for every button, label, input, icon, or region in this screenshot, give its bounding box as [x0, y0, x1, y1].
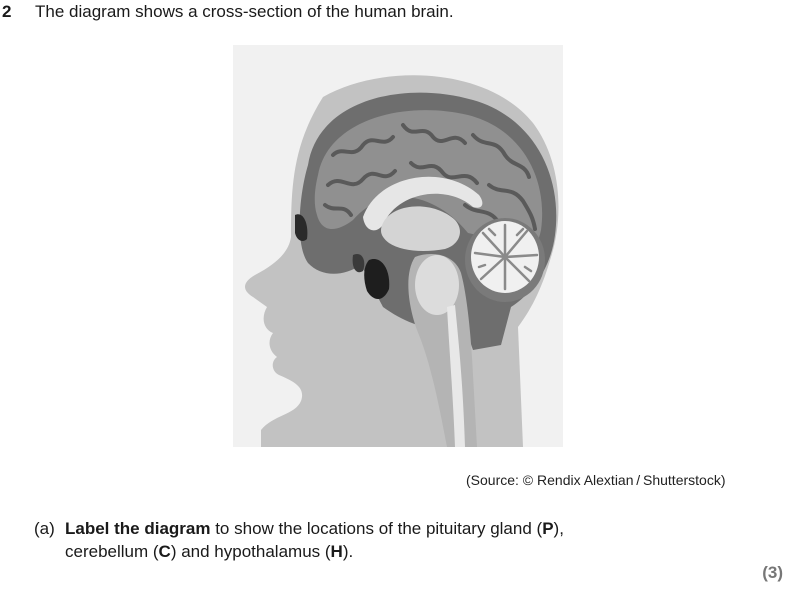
- marks-allocation: (3): [762, 563, 783, 582]
- part-a-text-1: to show the locations of the pituitary g…: [210, 519, 543, 538]
- pons: [415, 255, 459, 315]
- brain-cross-section-diagram: [233, 45, 563, 447]
- part-a-text-3: cerebellum (: [65, 542, 159, 561]
- pituitary-letter: P: [542, 519, 554, 538]
- hypothalamus-letter: H: [330, 542, 343, 561]
- question-part-a: (a) Label the diagram to show the locatio…: [34, 517, 564, 563]
- spinal-cord: [447, 305, 465, 447]
- thalamus: [381, 206, 460, 251]
- part-a-line-1: (a) Label the diagram to show the locatio…: [34, 517, 564, 540]
- frontal-sinus: [295, 214, 308, 241]
- cerebellum-letter: C: [158, 542, 171, 561]
- part-label: (a): [34, 519, 55, 538]
- part-a-text-5: ).: [342, 542, 354, 561]
- sphenoid-sinus: [364, 258, 390, 299]
- question-number: 2: [2, 2, 12, 21]
- part-a-text-4: ) and hypothalamus (: [170, 542, 331, 561]
- cerebrum-folds: [323, 123, 537, 231]
- part-a-line-2: cerebellum (C) and hypothalamus (H).: [34, 540, 564, 563]
- part-a-text-2: ),: [553, 519, 564, 538]
- cerebellum: [465, 218, 545, 302]
- nasal-cavity: [352, 253, 365, 273]
- instruction-bold: Label the diagram: [65, 519, 211, 538]
- source-credit: (Source: © Rendix Alextian / Shutterstoc…: [466, 472, 726, 488]
- corpus-callosum: [363, 176, 483, 231]
- question-intro: The diagram shows a cross-section of the…: [35, 2, 454, 21]
